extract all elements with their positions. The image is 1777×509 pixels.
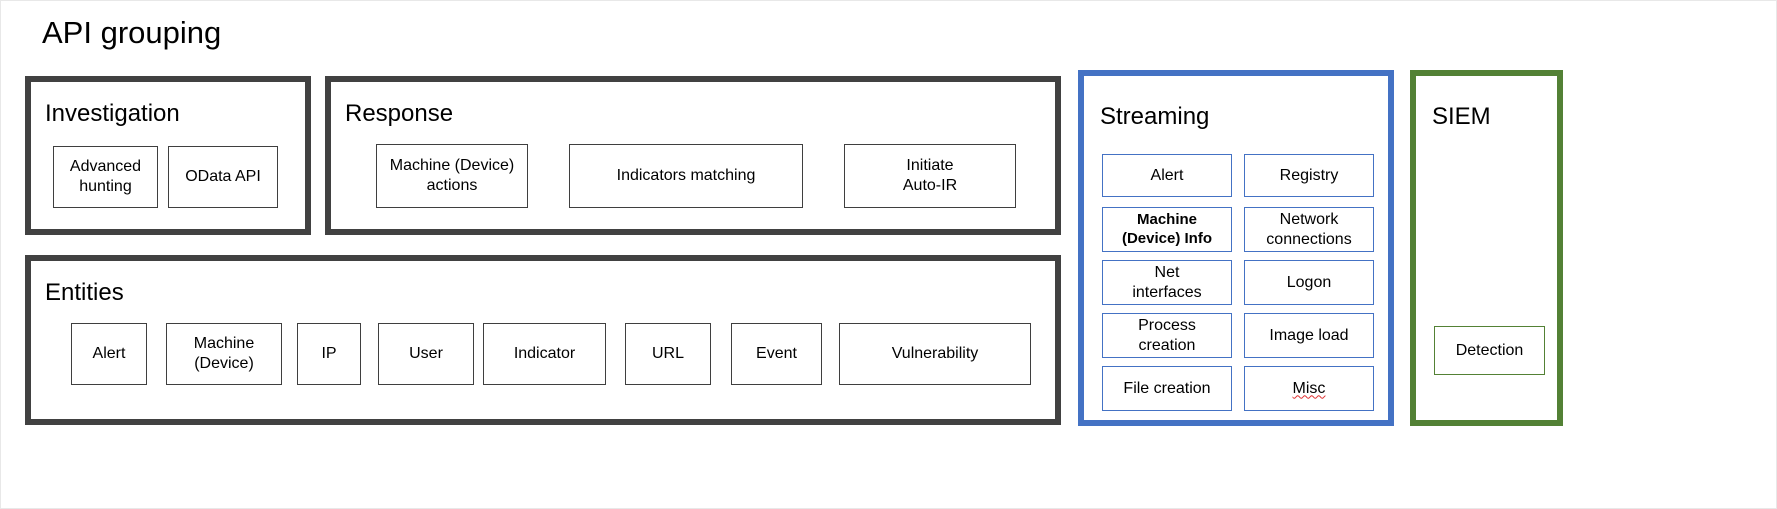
node-entity-indicator-label: Indicator (513, 345, 576, 363)
group-entities-title: Entities (45, 279, 124, 306)
node-machine-device-actions-label: Machine (Device) actions (389, 157, 515, 194)
node-entity-machine-device[interactable]: Machine (Device) (166, 323, 282, 385)
node-stream-image-load-label: Image load (1269, 326, 1349, 344)
node-advanced-hunting[interactable]: Advanced hunting (53, 146, 158, 208)
node-entity-event[interactable]: Event (731, 323, 822, 385)
node-stream-network-connections[interactable]: Network connections (1244, 207, 1374, 252)
node-stream-machine-device-info[interactable]: Machine (Device) Info (1102, 207, 1232, 252)
node-advanced-hunting-label: Advanced hunting (69, 158, 142, 195)
node-stream-alert-label: Alert (1150, 166, 1184, 184)
node-entity-url-label: URL (651, 345, 684, 363)
node-odata-api-label: OData API (185, 168, 261, 186)
node-stream-machine-device-info-label: Machine (Device) Info (1121, 211, 1212, 247)
node-stream-misc[interactable]: Misc (1244, 366, 1374, 411)
node-entity-url[interactable]: URL (625, 323, 711, 385)
node-odata-api[interactable]: OData API (168, 146, 278, 208)
node-entity-alert-label: Alert (92, 345, 126, 363)
node-entity-event-label: Event (756, 345, 797, 363)
group-siem[interactable]: SIEM Detection (1410, 70, 1563, 426)
node-stream-registry[interactable]: Registry (1244, 154, 1374, 197)
node-indicators-matching[interactable]: Indicators matching (569, 144, 803, 208)
node-stream-process-creation-label: Process creation (1138, 316, 1196, 354)
node-entity-ip-label: IP (321, 345, 337, 363)
node-entity-ip[interactable]: IP (297, 323, 361, 385)
node-stream-net-interfaces[interactable]: Net interfaces (1102, 260, 1232, 305)
node-entity-user[interactable]: User (378, 323, 474, 385)
page-title: API grouping (42, 15, 222, 50)
node-stream-net-interfaces-label: Net interfaces (1132, 263, 1202, 301)
node-stream-alert[interactable]: Alert (1102, 154, 1232, 197)
node-stream-file-creation[interactable]: File creation (1102, 366, 1232, 411)
node-stream-file-creation-label: File creation (1123, 379, 1211, 397)
node-stream-registry-label: Registry (1279, 166, 1339, 184)
node-entity-user-label: User (409, 345, 443, 363)
node-stream-image-load[interactable]: Image load (1244, 313, 1374, 358)
node-entity-vulnerability[interactable]: Vulnerability (839, 323, 1031, 385)
node-stream-process-creation[interactable]: Process creation (1102, 313, 1232, 358)
node-stream-logon-label: Logon (1286, 273, 1332, 291)
node-stream-network-connections-label: Network connections (1266, 210, 1352, 248)
node-siem-detection-label: Detection (1455, 341, 1524, 359)
node-initiate-auto-ir-label: Initiate Auto-IR (902, 157, 958, 194)
node-stream-logon[interactable]: Logon (1244, 260, 1374, 305)
node-stream-misc-label: Misc (1292, 379, 1326, 397)
group-investigation-title: Investigation (45, 100, 180, 127)
node-machine-device-actions[interactable]: Machine (Device) actions (376, 144, 528, 208)
node-siem-detection[interactable]: Detection (1434, 326, 1545, 375)
group-streaming-title: Streaming (1100, 103, 1210, 130)
node-initiate-auto-ir[interactable]: Initiate Auto-IR (844, 144, 1016, 208)
node-entity-indicator[interactable]: Indicator (483, 323, 606, 385)
group-response[interactable]: Response Machine (Device) actions Indica… (325, 76, 1061, 235)
group-streaming[interactable]: Streaming Alert Machine (Device) Info Ne… (1078, 70, 1394, 426)
group-entities[interactable]: Entities Alert Machine (Device) IP User … (25, 255, 1061, 425)
node-entity-alert[interactable]: Alert (71, 323, 147, 385)
node-entity-vulnerability-label: Vulnerability (891, 345, 979, 363)
group-siem-title: SIEM (1432, 103, 1491, 130)
node-entity-machine-device-label: Machine (Device) (193, 335, 255, 372)
group-investigation[interactable]: Investigation Advanced hunting OData API (25, 76, 311, 235)
group-response-title: Response (345, 100, 454, 127)
node-indicators-matching-label: Indicators matching (616, 167, 756, 185)
